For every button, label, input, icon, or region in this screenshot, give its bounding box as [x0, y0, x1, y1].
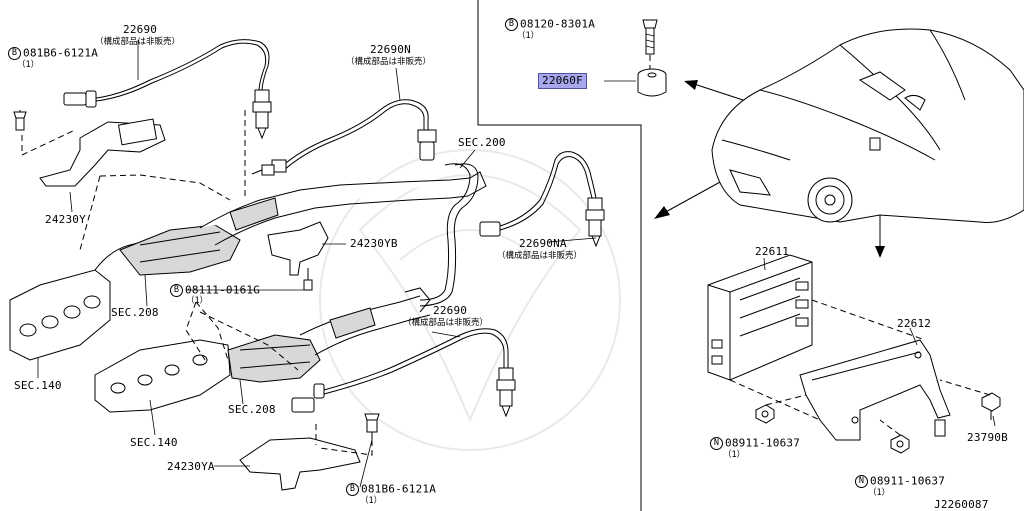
qty-nut-08911-left: （1）	[723, 450, 746, 460]
qty-bolt-081b6-upper: （1）	[17, 60, 40, 70]
nut-symbol-icon: N	[855, 475, 868, 488]
label-sec208-upper[interactable]: SEC.208	[111, 306, 159, 319]
label-22612: 22612	[897, 317, 932, 330]
label-22690-upper: 22690	[123, 23, 158, 36]
exhaust-manifold-lower[interactable]	[94, 339, 231, 413]
label-24230y: 24230Y	[45, 213, 86, 226]
bolt-symbol-icon: B	[346, 483, 359, 496]
label-24230yb: 24230YB	[350, 237, 398, 250]
bolt-symbol-icon: B	[170, 284, 183, 297]
ecm-module-22611[interactable]	[707, 254, 813, 381]
qty-nut-08911-right: （1）	[868, 488, 891, 498]
watermark-emblem	[319, 149, 621, 451]
panel-dividers	[477, 0, 642, 511]
knock-sensor-bolt[interactable]	[642, 19, 658, 70]
note-22690n: （構成部品は非販売）	[346, 57, 432, 67]
bolt-symbol-icon: B	[505, 18, 518, 31]
o2-sensor-upper[interactable]	[63, 39, 272, 140]
label-22690na: 22690NA	[519, 237, 567, 250]
sensor-harness-sec200	[419, 163, 479, 307]
dashed-leader-24230y	[21, 129, 76, 156]
note-22690na: （構成部品は非販売）	[497, 251, 583, 261]
o2-sensor-22690na[interactable]	[479, 151, 605, 248]
bolt-23790b[interactable]	[981, 392, 1001, 420]
qty-bolt-081b6-lower: （1）	[360, 496, 383, 506]
bracket-24230yb[interactable]	[267, 221, 329, 291]
bolt-symbol-icon: B	[8, 47, 21, 60]
nut-symbol-icon: N	[710, 437, 723, 450]
label-sec200[interactable]: SEC.200	[458, 136, 506, 149]
catalytic-converter-upper[interactable]	[119, 171, 487, 276]
label-22690-lower: 22690	[433, 304, 468, 317]
bracket-24230y[interactable]	[13, 110, 166, 187]
leader-lines	[37, 40, 597, 488]
diagram-code: J2260087	[934, 498, 989, 511]
dashed-leader-24230ya	[319, 440, 373, 456]
label-24230ya: 24230YA	[167, 460, 215, 473]
qty-bolt-08111: （1）	[186, 296, 209, 306]
label-23790b: 23790B	[967, 431, 1008, 444]
o2-sensor-lower[interactable]	[291, 328, 516, 418]
knock-sensor[interactable]	[637, 68, 667, 97]
qty-bolt-08120: （1）	[517, 31, 540, 41]
catalytic-converter-lower[interactable]	[227, 287, 431, 383]
bracket-24230ya[interactable]	[239, 413, 380, 491]
car-illustration	[711, 28, 1024, 223]
nut-left[interactable]	[755, 404, 775, 424]
nut-right[interactable]	[890, 434, 910, 454]
o2-sensor-22690n[interactable]	[251, 99, 437, 176]
ecm-bracket-22612[interactable]	[799, 339, 951, 441]
dashed-assembly-lines-right	[729, 257, 996, 436]
exhaust-manifold-upper[interactable]	[9, 239, 151, 361]
label-sec140-lower[interactable]: SEC.140	[130, 436, 178, 449]
note-22690-lower: （構成部品は非販売）	[403, 318, 489, 328]
note-22690-upper: （構成部品は非販売）	[95, 37, 181, 47]
label-22690n: 22690N	[370, 43, 411, 56]
label-sec140-upper[interactable]: SEC.140	[14, 379, 62, 392]
label-22060f-highlighted[interactable]: 22060F	[538, 73, 587, 89]
label-22611: 22611	[755, 245, 790, 258]
label-sec208-lower[interactable]: SEC.208	[228, 403, 276, 416]
dashed-assembly-lines	[79, 110, 317, 445]
